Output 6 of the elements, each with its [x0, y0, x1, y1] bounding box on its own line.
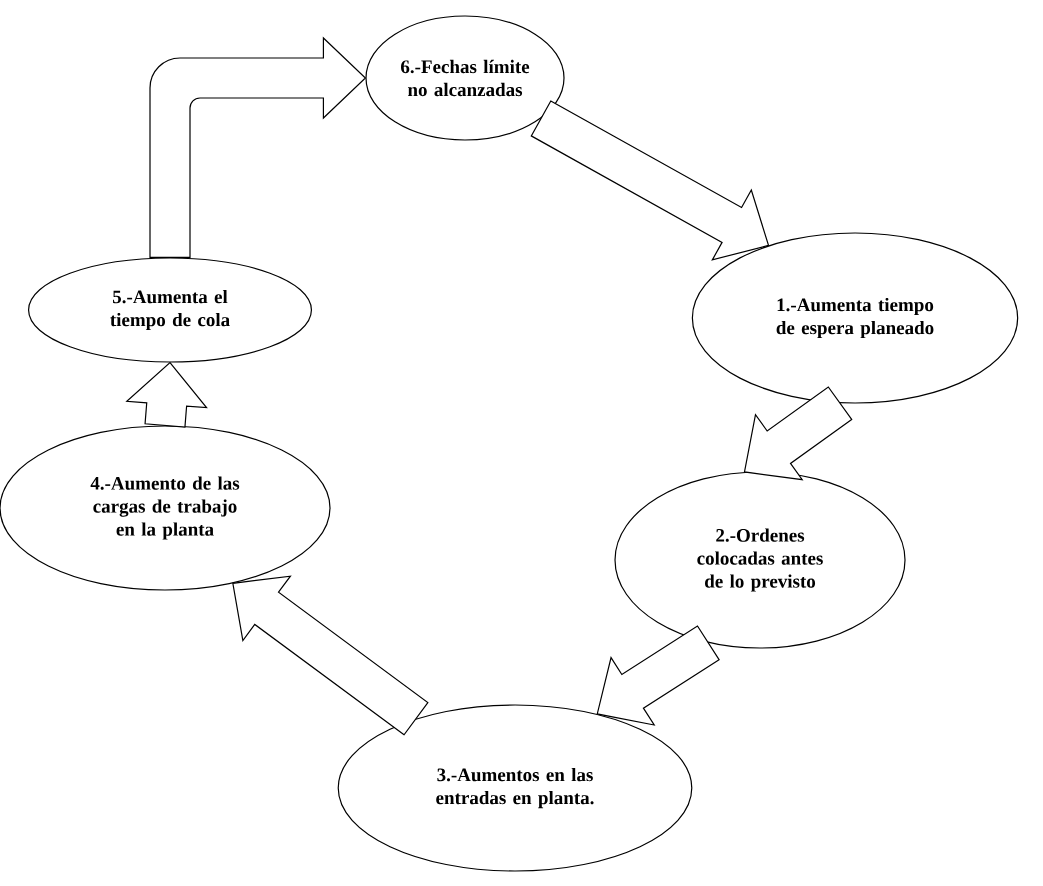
- block-arrow: [149, 37, 366, 258]
- block-arrow: [530, 100, 770, 261]
- block-arrow: [596, 625, 720, 726]
- block-arrow: [232, 575, 429, 736]
- block-arrow: [125, 361, 208, 428]
- block-arrow: [743, 386, 853, 481]
